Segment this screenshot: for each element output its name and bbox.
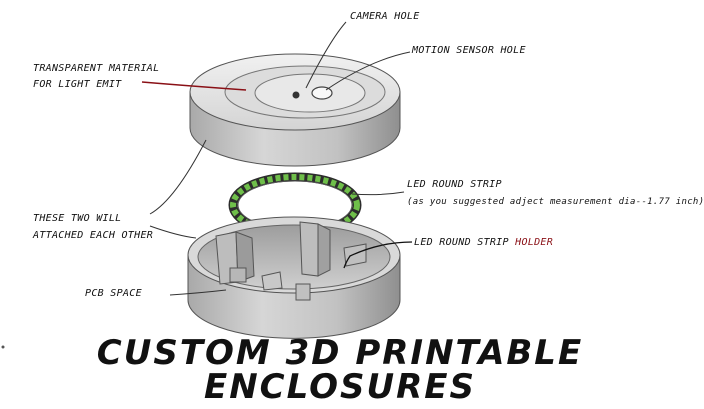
- enclosure-diagram: [1, 21, 413, 349]
- holder-prefix: LED ROUND STRIP: [414, 237, 509, 248]
- camera-hole-label: CAMERA HOLE: [350, 11, 420, 22]
- leader-lines: [141, 21, 413, 296]
- holder-highlight: HOLDER: [515, 237, 554, 248]
- led-strip-holder-label: LED ROUND STRIP HOLDER: [414, 235, 553, 251]
- camera-hole: [292, 91, 300, 99]
- pcb-space-label: PCB SPACE: [85, 288, 142, 299]
- top-lid: [189, 53, 401, 167]
- title-line1: CUSTOM 3D PRINTABLE: [96, 333, 584, 373]
- motion-sensor-hole-label: MOTION SENSOR HOLE: [412, 45, 526, 56]
- edge-dot: [1, 345, 5, 349]
- transparent-material-label-line1: TRANSPARENT MATERIAL: [33, 63, 160, 74]
- motion-sensor-hole: [311, 86, 333, 100]
- these-two-label-line1: THESE TWO WILL: [33, 213, 122, 224]
- these-two-label-line2: ATTACHED EACH OTHER: [33, 230, 154, 241]
- led-round-strip-note: (as you suggested adject measurement dia…: [407, 197, 704, 207]
- title-line2: ENCLOSURES: [204, 367, 476, 407]
- base-holder: [187, 216, 401, 339]
- led-round-strip-label: LED ROUND STRIP: [407, 179, 502, 190]
- transparent-material-label-line2: FOR LIGHT EMIT: [33, 79, 122, 90]
